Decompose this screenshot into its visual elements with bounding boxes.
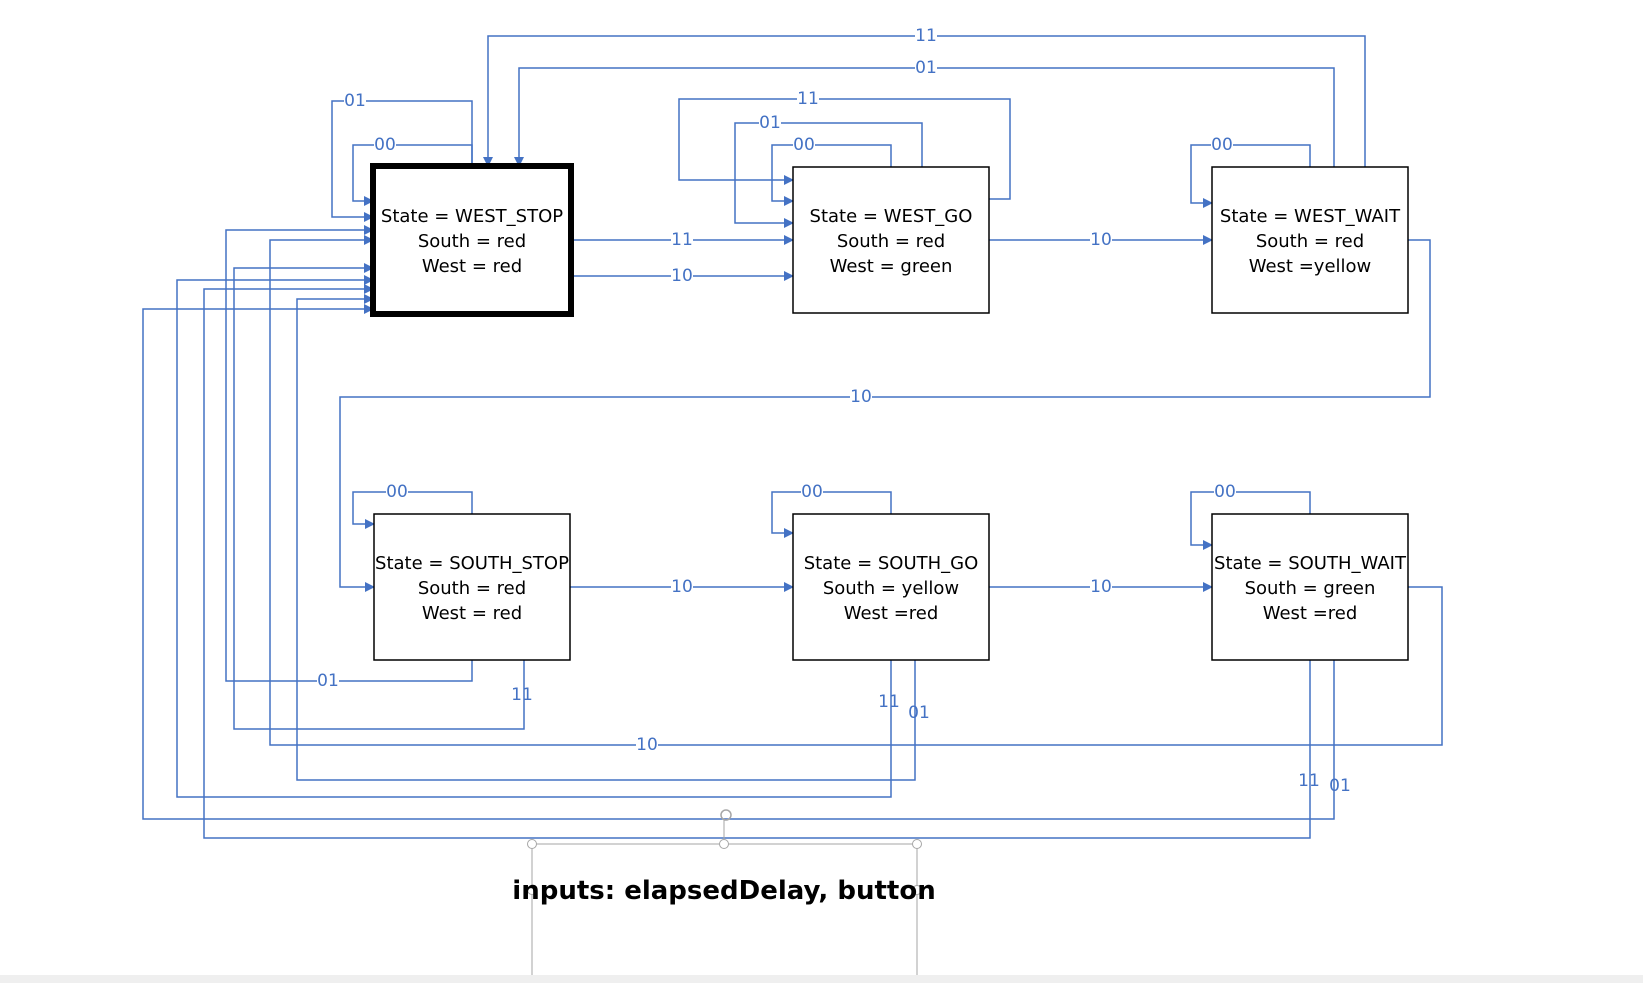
label-ww-ws-11: 11 <box>915 26 937 46</box>
edge-sw-ws-01 <box>142 304 1335 820</box>
edge-ww-self-00 <box>1190 144 1311 208</box>
label-sg-ws-11: 11 <box>878 692 900 712</box>
edge-ws-self-01 <box>331 100 473 222</box>
label-bg <box>317 26 1236 755</box>
state-west-wait-line3: West =yellow <box>1249 256 1372 277</box>
state-west-stop[interactable] <box>370 163 574 317</box>
label-wg-ww-10: 10 <box>1090 230 1112 250</box>
state-west-stop-line1: State = WEST_STOP <box>381 206 563 227</box>
caption-selection-frame <box>531 843 918 983</box>
edge-wg-self-00 <box>771 144 892 206</box>
state-west-wait-line2: South = red <box>1256 231 1364 252</box>
label-ss-sg-10: 10 <box>671 577 693 597</box>
state-south-go-line3: West =red <box>844 603 939 624</box>
bottom-scroll-strip <box>0 975 1643 983</box>
state-south-go[interactable] <box>792 513 990 661</box>
edge-wg-self-01 <box>734 122 923 228</box>
state-west-stop-line2: South = red <box>418 231 526 252</box>
state-west-go-line1: State = WEST_GO <box>810 206 973 227</box>
resize-handle-top-right[interactable] <box>912 839 922 849</box>
label-sg-ws-01: 01 <box>908 703 930 723</box>
resize-handle-middle-right[interactable] <box>912 885 922 895</box>
state-south-wait-line2: South = green <box>1245 578 1376 599</box>
resize-handle-top-middle[interactable] <box>719 839 729 849</box>
label-ws-self-01: 01 <box>344 91 366 111</box>
state-south-stop-line2: South = red <box>418 578 526 599</box>
label-ww-ws-01: 01 <box>915 58 937 78</box>
state-boxes <box>370 163 1409 661</box>
resize-handle-top-left[interactable] <box>527 839 537 849</box>
edge-labels: 01 00 11 10 11 01 00 10 00 11 01 10 00 1… <box>317 26 1351 796</box>
label-ws-wg-10: 10 <box>671 266 693 286</box>
rotate-handle-icon[interactable] <box>720 809 732 821</box>
resize-handle-middle-left[interactable] <box>527 885 537 895</box>
state-south-go-line1: State = SOUTH_GO <box>804 553 979 574</box>
edge-ss-self-00 <box>352 491 473 529</box>
edge-sg-ws-11 <box>176 275 892 798</box>
edge-ss-ws-01 <box>225 225 473 682</box>
state-south-wait[interactable] <box>1211 513 1409 661</box>
state-south-stop[interactable] <box>373 513 571 661</box>
edge-sw-self-00 <box>1190 491 1311 550</box>
label-sg-self-00: 00 <box>801 482 823 502</box>
label-sw-ws-11: 11 <box>1298 771 1320 791</box>
label-sw-self-00: 00 <box>1214 482 1236 502</box>
transition-edges <box>142 35 1443 839</box>
state-west-stop-line3: West = red <box>422 256 522 277</box>
edge-ss-ws-11 <box>233 263 525 730</box>
state-west-go-line3: West = green <box>830 256 953 277</box>
label-wg-self-11: 11 <box>797 89 819 109</box>
edge-wg-self-11 <box>678 98 1011 200</box>
state-west-wait-line1: State = WEST_WAIT <box>1220 206 1401 227</box>
label-wg-self-00: 00 <box>793 135 815 155</box>
label-wg-self-01: 01 <box>759 113 781 133</box>
state-west-go-line2: South = red <box>837 231 945 252</box>
label-sw-ws-10: 10 <box>636 735 658 755</box>
label-ss-ws-01: 01 <box>317 671 339 691</box>
state-south-stop-line1: State = SOUTH_STOP <box>375 553 569 574</box>
state-west-wait[interactable] <box>1211 166 1409 314</box>
label-ss-self-00: 00 <box>386 482 408 502</box>
state-west-go[interactable] <box>792 166 990 314</box>
edge-ww-ws-11 <box>483 35 1366 167</box>
label-ww-self-00: 00 <box>1211 135 1233 155</box>
edge-ww-ss-10 <box>339 239 1431 592</box>
label-ss-ws-11: 11 <box>511 685 533 705</box>
label-ws-wg-11: 11 <box>671 230 693 250</box>
edge-sg-ws-01 <box>296 294 916 781</box>
edge-sw-ws-11 <box>203 284 1311 839</box>
label-sg-sw-10: 10 <box>1090 577 1112 597</box>
caption-textbox[interactable]: inputs: elapsedDelay, button <box>512 809 936 983</box>
state-south-stop-line3: West = red <box>422 603 522 624</box>
caption-text[interactable]: inputs: elapsedDelay, button <box>512 876 935 906</box>
label-ws-self-00: 00 <box>374 135 396 155</box>
state-south-wait-line3: West =red <box>1263 603 1358 624</box>
edge-sw-ws-10 <box>269 235 1443 746</box>
label-ww-ss-10: 10 <box>850 387 872 407</box>
state-texts: State = WEST_STOP South = red West = red… <box>375 206 1407 624</box>
label-sw-ws-01: 01 <box>1329 776 1351 796</box>
state-south-wait-line1: State = SOUTH_WAIT <box>1214 553 1407 574</box>
state-south-go-line2: South = yellow <box>823 578 959 599</box>
edge-sg-self-00 <box>771 491 892 538</box>
